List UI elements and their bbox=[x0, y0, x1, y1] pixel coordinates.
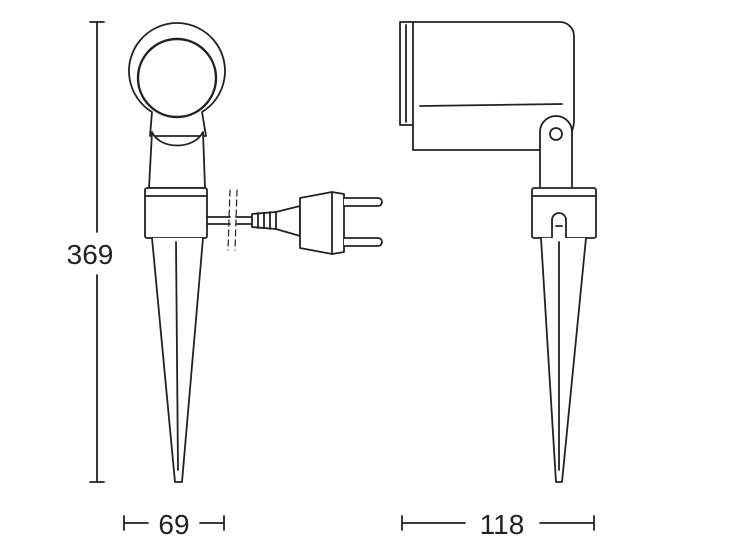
height-label: 369 bbox=[67, 239, 114, 270]
front-width-label: 69 bbox=[158, 509, 189, 540]
side-width-dimension bbox=[401, 515, 595, 531]
mount-arm bbox=[539, 115, 573, 189]
lens-circle bbox=[136, 37, 218, 119]
lamp-neck bbox=[148, 131, 206, 189]
pivot-screw bbox=[549, 127, 563, 141]
side-view bbox=[399, 21, 597, 483]
front-width-dimension bbox=[123, 515, 225, 531]
side-width-label: 118 bbox=[480, 509, 525, 540]
height-dimension bbox=[89, 21, 105, 483]
plug-body bbox=[299, 191, 345, 255]
plug-pin-top bbox=[343, 197, 383, 207]
plug-pin-bottom bbox=[343, 237, 383, 247]
side-ground-spike bbox=[540, 237, 587, 483]
front-view bbox=[128, 22, 383, 483]
